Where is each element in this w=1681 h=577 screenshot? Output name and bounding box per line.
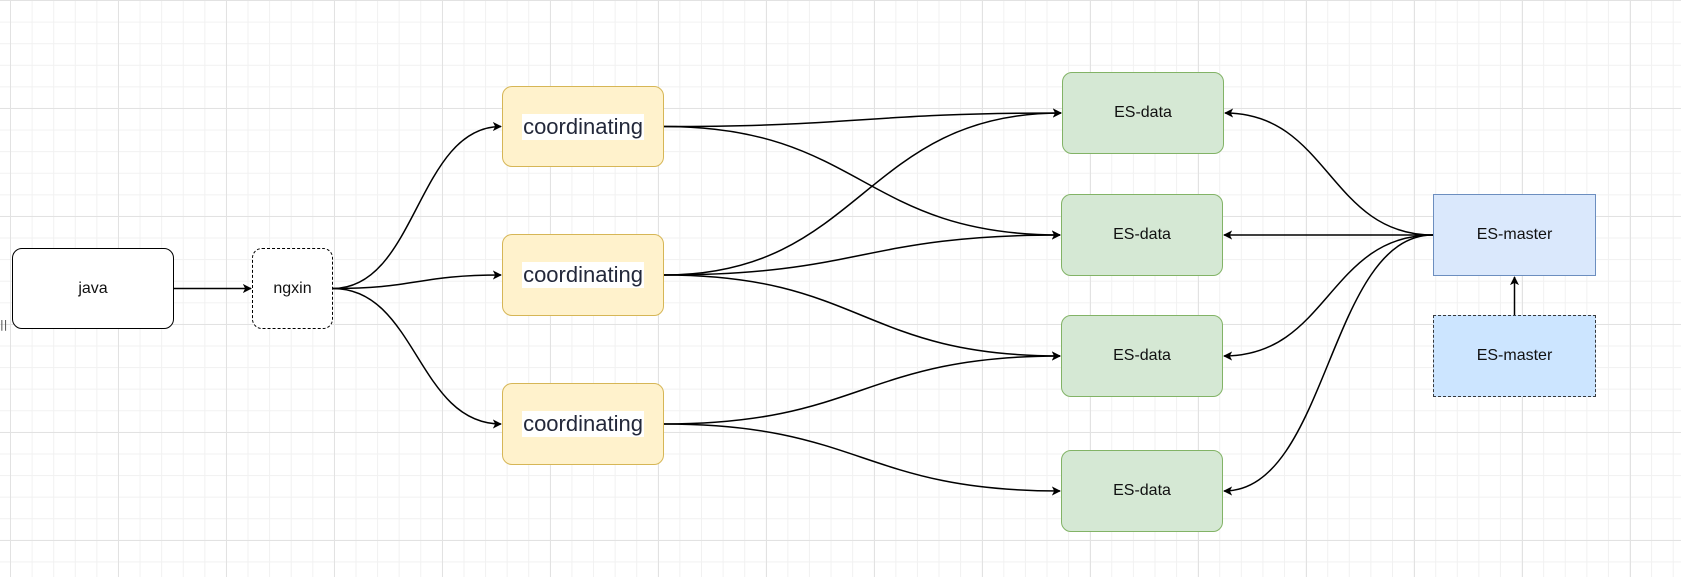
connector-coordinating_2-to-es_data_2[interactable] <box>663 230 1061 276</box>
es-data-node-4-label: ES-data <box>1113 482 1171 499</box>
left-edge-glyph: || <box>0 318 8 331</box>
es-master-standby-node-label: ES-master <box>1476 347 1553 364</box>
java-node[interactable]: java <box>12 248 174 329</box>
es-data-node-4[interactable]: ES-data <box>1061 450 1223 532</box>
coordinating-node-3-label: coordinating <box>522 411 644 437</box>
connector-coordinating_3-to-es_data_4[interactable] <box>663 423 1061 496</box>
connector-es_master_active-to-es_data_1[interactable] <box>1224 108 1434 236</box>
coordinating-node-2-label: coordinating <box>522 262 644 288</box>
connector-es_master_active-to-es_data_3[interactable] <box>1223 234 1434 361</box>
es-data-node-2[interactable]: ES-data <box>1061 194 1223 276</box>
coordinating-node-1-label: coordinating <box>522 113 644 140</box>
connector-coordinating_1-to-es_data_2[interactable] <box>663 125 1061 240</box>
es-data-node-3-label: ES-data <box>1113 347 1171 364</box>
ngxin-node-label: ngxin <box>273 279 312 297</box>
connector-ngxin-to-coordinating_2[interactable] <box>332 270 502 290</box>
connector-ngxin-to-coordinating_3[interactable] <box>332 287 502 429</box>
connector-ngxin-to-coordinating_1[interactable] <box>332 122 502 290</box>
coordinating-node-1[interactable]: coordinating <box>502 86 664 167</box>
coordinating-node-3[interactable]: coordinating <box>502 383 664 465</box>
java-node-label: java <box>78 279 108 297</box>
connector-es_master_active-to-es_data_4[interactable] <box>1223 234 1434 496</box>
es-data-node-3[interactable]: ES-data <box>1061 315 1223 397</box>
es-data-node-1[interactable]: ES-data <box>1062 72 1224 154</box>
es-data-node-1-label: ES-data <box>1114 104 1172 121</box>
connector-coordinating_3-to-es_data_3[interactable] <box>663 351 1061 425</box>
es-data-node-2-label: ES-data <box>1113 226 1171 243</box>
connector-coordinating_2-to-es_data_1[interactable] <box>663 108 1062 276</box>
connector-coordinating_2-to-es_data_3[interactable] <box>663 274 1061 361</box>
es-master-active-node[interactable]: ES-master <box>1433 194 1596 276</box>
connector-coordinating_1-to-es_data_1[interactable] <box>663 108 1062 128</box>
ngxin-node[interactable]: ngxin <box>252 248 333 329</box>
coordinating-node-2[interactable]: coordinating <box>502 234 664 316</box>
es-master-active-node-label: ES-master <box>1476 226 1553 243</box>
es-master-standby-node[interactable]: ES-master <box>1433 315 1596 397</box>
